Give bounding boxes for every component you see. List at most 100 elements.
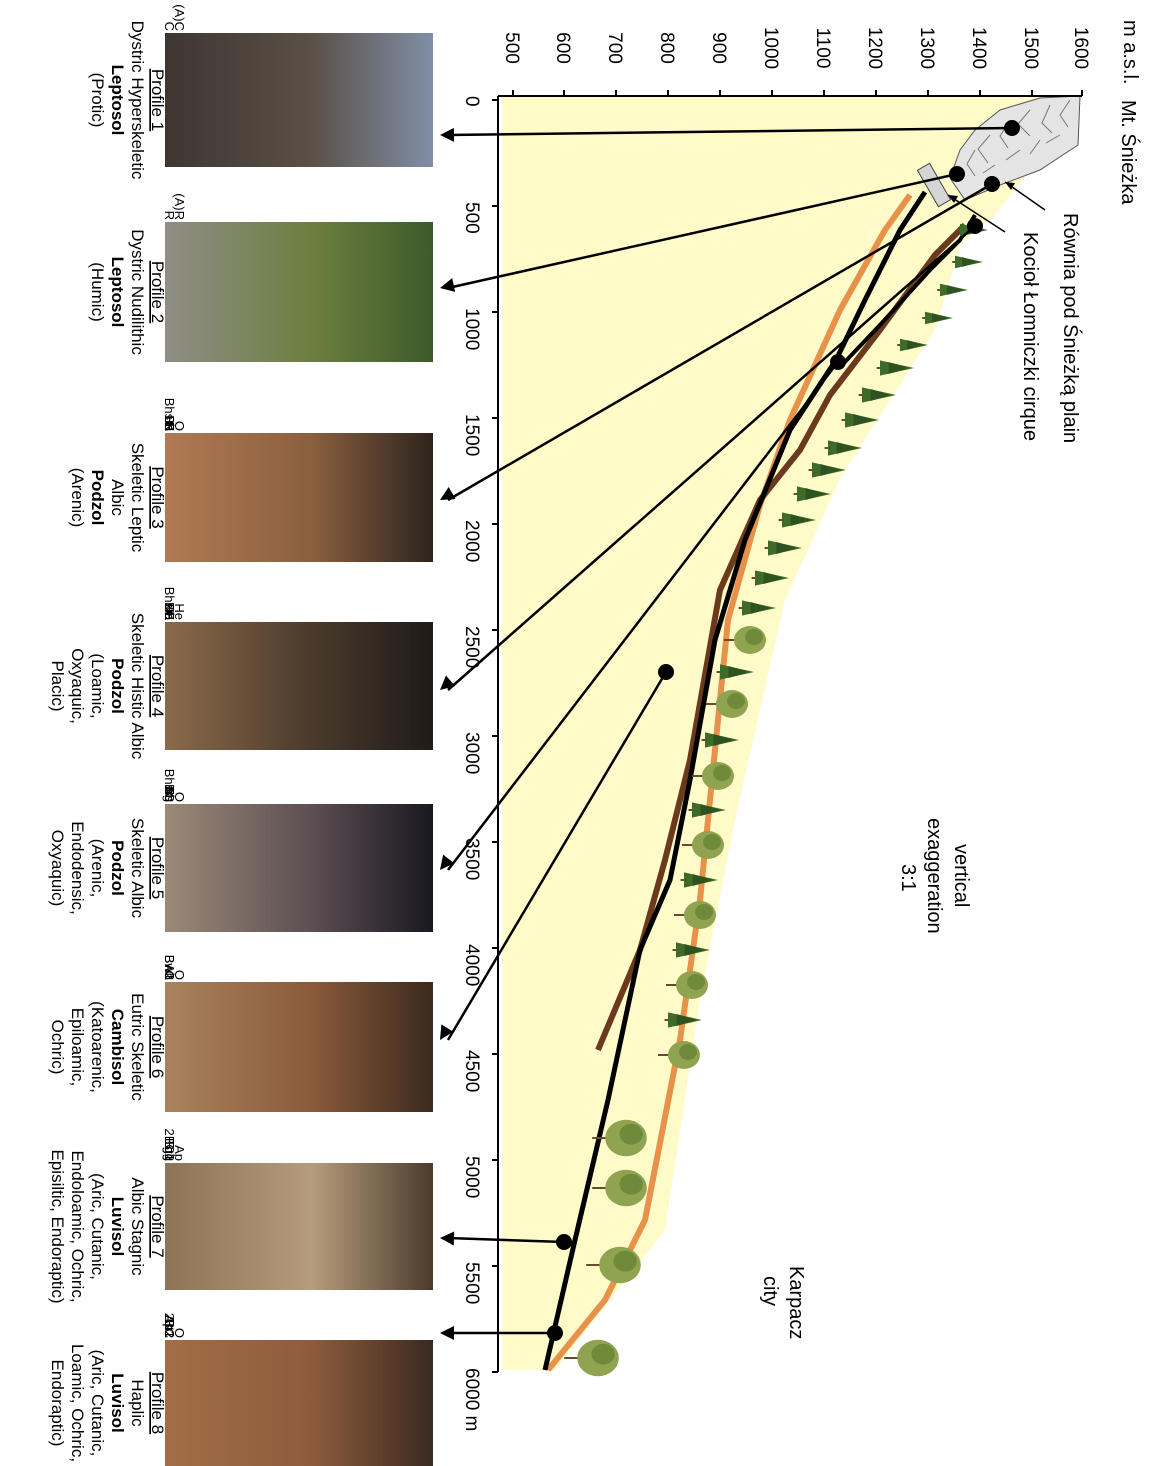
city-label-line-1: Karpacz — [785, 1266, 807, 1339]
y-tick-label: 1500 — [1020, 27, 1041, 69]
x-tick-label: 4000 — [461, 944, 482, 986]
y-tick-label: 1400 — [968, 27, 989, 69]
y-tick-label: 700 — [604, 32, 625, 64]
profile-6-caption-l2: Cambisol — [108, 1009, 127, 1086]
y-tick-label: 1300 — [916, 27, 937, 69]
profile-5-photo — [165, 804, 433, 932]
horizon-label: R — [162, 422, 177, 431]
exaggeration-line-1: vertical — [950, 844, 972, 907]
profile-8-caption-l1: Haplic — [128, 1379, 147, 1427]
horizon-label: C — [162, 971, 177, 980]
profile-1-caption-l3: (Protic) — [88, 73, 107, 128]
arrow-head-icon — [440, 855, 454, 870]
profile-7-caption-l1: Albic Stagnic — [128, 1177, 147, 1276]
horizon-label: C — [162, 793, 177, 802]
city-label: Karpacz city — [759, 1266, 807, 1339]
vertical-exaggeration-note: vertical exaggeration 3:1 — [897, 818, 972, 934]
profile-6-caption-l4: Epiloamic, — [68, 1008, 87, 1086]
y-tick-label: 1200 — [864, 27, 885, 69]
profile-8: OAp1Ap2Bt1Bt22BCProfile 8HaplicLuvisol(A… — [48, 1313, 433, 1466]
exaggeration-line-3: 3:1 — [897, 864, 919, 892]
horizon-label: 2BCg — [162, 1128, 177, 1161]
profile-7-caption-l3: (Aric, Cutanic, — [88, 1173, 107, 1280]
arrow-head-icon — [440, 278, 455, 292]
profile-1-caption-title: Profile 1 — [148, 69, 167, 131]
y-tick-label: 1600 — [1070, 27, 1091, 69]
x-tick-label: 6000 m — [461, 1368, 482, 1431]
profile-4-caption-l4: Oxyaquic, — [68, 648, 87, 724]
horizon-label: 2BC — [162, 1313, 177, 1338]
cirque-label: Kocioł Łomniczki cirque — [1019, 232, 1041, 441]
spruce-tree-icon — [952, 256, 983, 269]
y-tick-label: 500 — [501, 32, 522, 64]
horizon-label: C — [162, 22, 177, 31]
profile-3-caption-l2: Albic — [108, 479, 127, 516]
profile-7: ApEg1Eg2Btg2BCgProfile 7Albic StagnicLuv… — [48, 1128, 433, 1303]
spruce-tree-icon — [937, 284, 968, 297]
profile-4-caption-l2: Podzol — [108, 658, 127, 714]
arrow-head-icon — [440, 1326, 454, 1340]
arrow-head-icon — [440, 676, 455, 690]
profile-4-caption-l3: (Loamic, — [88, 653, 107, 718]
profile-4-caption-title: Profile 4 — [148, 655, 167, 717]
profile-8-caption-title: Profile 8 — [148, 1372, 167, 1434]
profile-8-caption-l2: Luvisol — [108, 1373, 127, 1433]
plain-label: Równia pod Śnieżką plain — [1059, 213, 1083, 443]
y-axis-ticks: 5006007008009001000110012001300140015001… — [501, 27, 1091, 96]
x-tick-label: 1000 — [461, 308, 482, 350]
profile-2: (A)RRProfile 2Dystric NudilithicLeptosol… — [88, 193, 433, 362]
arrow-head-icon — [440, 1231, 454, 1245]
profile-6: OAhBw1Bw2CProfile 6Eutric SkeleticCambis… — [48, 955, 433, 1112]
profile-3-photo — [165, 433, 433, 562]
x-tick-label: 5500 — [461, 1262, 482, 1304]
x-tick-label: 500 — [461, 202, 482, 234]
profile-3-caption-l4: (Arenic) — [68, 468, 87, 528]
profile-2-caption-title: Profile 2 — [148, 261, 167, 323]
profile-6-caption-l1: Eutric Skeletic — [128, 993, 147, 1101]
y-tick-label: 1000 — [760, 27, 781, 69]
y-tick-label: 600 — [552, 32, 573, 64]
profile-1-caption-l1: Dystric Hyperskeletic — [128, 21, 147, 180]
profile-7-caption-l2: Luvisol — [108, 1197, 127, 1257]
profile-5-caption-l1: Skeletic Albic — [128, 818, 147, 919]
x-tick-label: 1500 — [461, 414, 482, 456]
profile-2-photo — [165, 222, 433, 362]
profile-6-caption-l5: Ochric) — [48, 1020, 67, 1075]
y-tick-label: 1100 — [812, 28, 833, 69]
x-tick-label: 3000 — [461, 732, 482, 774]
profile-5-caption-l2: Podzol — [108, 840, 127, 896]
profile-3-caption-l1: Skeletic Leptic — [128, 443, 147, 553]
x-axis-ticks: 0500100015002000250030003500400045005000… — [461, 96, 498, 1431]
exaggeration-line-2: exaggeration — [923, 818, 945, 934]
summit-label: Mt. Śnieżka — [1117, 100, 1141, 205]
arrow-head-icon — [440, 487, 456, 500]
profile-8-caption-l5: Endoraptic) — [48, 1360, 67, 1447]
profile-4-caption-l1: Skeletic Histic Albic — [128, 613, 147, 760]
x-tick-label: 2000 — [461, 520, 482, 562]
profile-5-caption-l4: Endodensic, — [68, 821, 87, 915]
profile-5-caption-l3: (Arenic, — [88, 839, 107, 898]
profile-5-caption-l5: Oxyaquic) — [48, 830, 67, 907]
profile-6-photo — [165, 982, 433, 1112]
profile-2-caption-l3: (Humic) — [88, 262, 107, 322]
profile-6-caption-title: Profile 6 — [148, 1016, 167, 1078]
profile-7-photo — [165, 1163, 433, 1290]
horizon-label: R — [162, 211, 177, 220]
x-tick-label: 0 — [461, 96, 482, 107]
profile-4-caption-l5: Placic) — [48, 660, 67, 711]
profile-1: (A)CCProfile 1Dystric HyperskeleticLepto… — [88, 4, 433, 180]
x-tick-label: 5000 — [461, 1156, 482, 1198]
profile-4: HeHaEBhBhsmBCProfile 4Skeletic Histic Al… — [48, 587, 433, 760]
soil-profiles: (A)CCProfile 1Dystric HyperskeleticLepto… — [48, 4, 433, 1466]
profile-5: OAhEgBhsmBsBCCProfile 5Skeletic AlbicPod… — [48, 769, 433, 932]
arrow-head-icon — [440, 128, 454, 142]
y-tick-label: 800 — [656, 32, 677, 64]
profile-8-caption-l4: Loamic, Ochric, — [68, 1344, 87, 1462]
profile-3: OEBhBhsmBsCRProfile 3Skeletic LepticAlbi… — [68, 398, 433, 562]
profile-7-caption-l5: Episiltic, Endoraptic) — [48, 1149, 67, 1303]
x-tick-label: 4500 — [461, 1050, 482, 1092]
arrow-head-icon — [440, 1024, 453, 1040]
profile-3-caption-title: Profile 3 — [148, 466, 167, 528]
profile-3-caption-l3: Podzol — [88, 470, 107, 526]
profile-1-caption-l2: Leptosol — [108, 65, 127, 136]
